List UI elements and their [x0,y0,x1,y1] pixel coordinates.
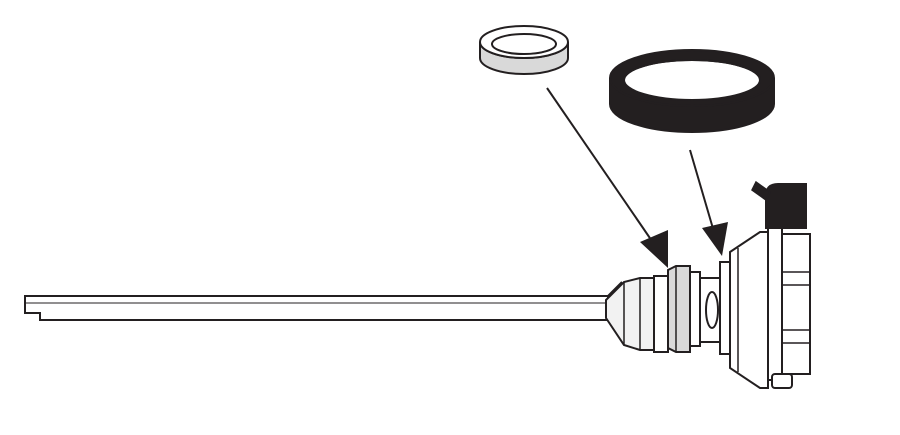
installed-small-seal [667,265,701,353]
tapered-nut [605,275,669,353]
large-seal-leader-arrow [689,149,728,256]
valve-shaft [24,295,609,321]
large-black-seal-ring [609,49,775,133]
small-seal-leader-arrow [546,87,668,268]
small-gray-seal-ring [479,25,569,75]
top-lever [751,180,807,229]
rear-housing [767,227,811,389]
grooved-body [699,261,731,355]
installed-large-seal [729,231,769,389]
